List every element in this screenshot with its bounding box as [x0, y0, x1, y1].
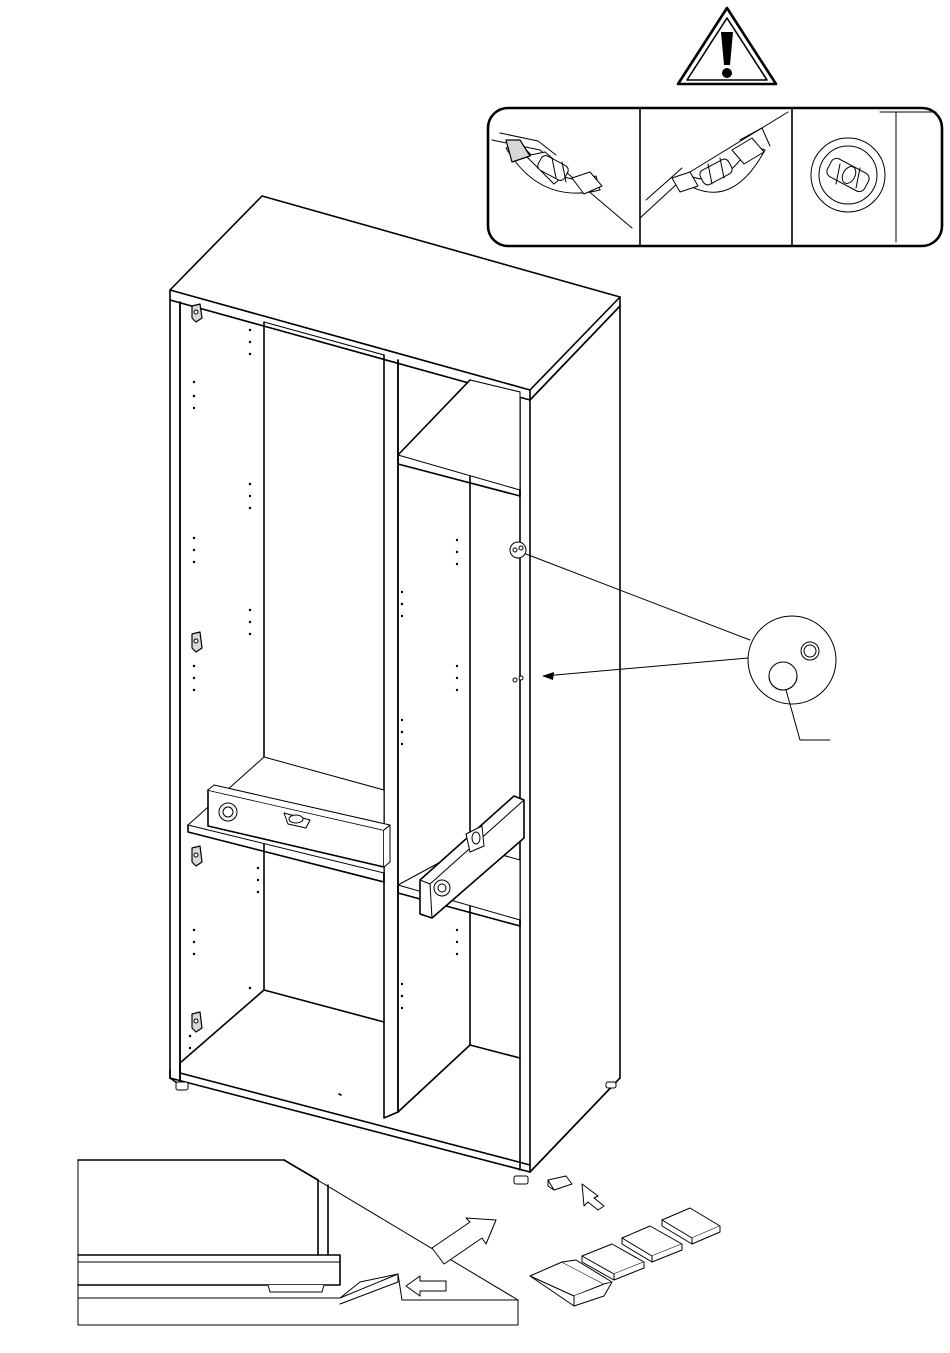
bottom-panel	[170, 990, 620, 1172]
top-panel	[170, 196, 620, 400]
upper-shelf-right	[398, 380, 520, 496]
wedge-icon	[548, 1176, 572, 1190]
wedge-stack	[530, 1208, 720, 1306]
spirit-level-centered-icon	[811, 112, 936, 242]
level-check-panels	[488, 108, 942, 246]
base-detail-inset	[78, 1160, 518, 1325]
hinge-icon	[192, 632, 202, 652]
hinge-icon	[192, 304, 202, 322]
spirit-level-right-tilt-icon	[640, 112, 788, 218]
leveling-wedges	[530, 1176, 720, 1306]
catch-detail-callout	[526, 554, 836, 740]
hinges	[192, 304, 202, 1032]
push-arrow-icon	[582, 1184, 604, 1210]
door-catch-holes	[510, 542, 526, 682]
spirit-level-left-tilt-icon	[492, 133, 632, 228]
direction-arrow-icon	[432, 1218, 496, 1264]
hinge-icon	[192, 1012, 202, 1032]
hinge-icon	[192, 846, 202, 866]
wardrobe-carcass	[170, 196, 620, 1184]
warning-triangle-icon	[678, 8, 776, 84]
left-side-panel	[170, 300, 180, 1085]
vertical-divider	[384, 355, 398, 1118]
push-arrow-icon	[406, 1276, 446, 1296]
right-side-panel	[520, 306, 620, 1172]
